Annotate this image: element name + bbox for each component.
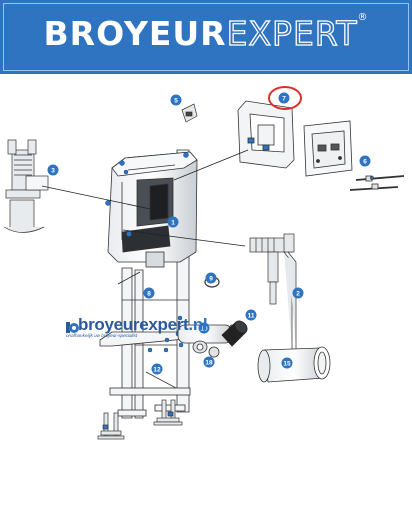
svg-text:5: 5 — [174, 98, 178, 105]
callout-12[interactable]: 12 — [151, 363, 163, 375]
svg-text:11: 11 — [248, 313, 255, 320]
frame-feet — [97, 399, 183, 440]
svg-text:3: 3 — [51, 168, 55, 175]
actuator-bracket — [181, 103, 198, 123]
svg-text:12: 12 — [153, 367, 161, 374]
drain-cap — [221, 320, 248, 347]
svg-text:7: 7 — [282, 96, 286, 103]
svg-text:15: 15 — [283, 361, 291, 368]
header-banner: BROYEUREXPERT® — [0, 0, 412, 74]
callout-7[interactable]: 7 — [278, 92, 290, 104]
mounting-rods — [349, 175, 405, 191]
flush-plate — [303, 120, 353, 177]
callout-15[interactable]: 15 — [281, 357, 293, 369]
callout-11[interactable]: 11 — [245, 309, 257, 321]
highlight-ring — [268, 86, 302, 110]
exploded-parts-diagram: 1 2 3 5 6 7 8 9 10 11 12 15 18 — [3, 86, 405, 440]
fill-valve — [249, 233, 297, 350]
callout-18[interactable]: 18 — [203, 356, 215, 368]
svg-text:6: 6 — [363, 159, 367, 166]
brand-logo: BROYEUREXPERT® — [43, 12, 369, 54]
svg-text:9: 9 — [209, 276, 213, 283]
svg-text:18: 18 — [205, 360, 213, 367]
svg-text:8: 8 — [147, 291, 151, 298]
callout-1[interactable]: 1 — [167, 216, 179, 228]
callout-5[interactable]: 5 — [170, 94, 182, 106]
svg-text:10: 10 — [200, 326, 208, 333]
watermark-logo: broyeurexpert.nl onafhankelijk uw broyeu… — [62, 305, 212, 345]
callout-3[interactable]: 3 — [47, 164, 59, 176]
flush-valve — [3, 139, 49, 233]
callout-6[interactable]: 6 — [359, 155, 371, 167]
svg-text:2: 2 — [296, 291, 300, 298]
banner-frame — [3, 3, 409, 71]
callout-10[interactable]: 10 — [198, 322, 210, 334]
watermark-name: broyeurexpert.nl — [78, 315, 208, 334]
watermark-tagline: onafhankelijk uw broyeur-specialist — [66, 333, 138, 338]
watermark-drop-icon — [66, 322, 79, 333]
flush-plate-frame — [237, 100, 295, 169]
svg-text:1: 1 — [171, 220, 175, 227]
callout-8[interactable]: 8 — [143, 287, 155, 299]
callout-9[interactable]: 9 — [205, 272, 217, 284]
callout-2[interactable]: 2 — [292, 287, 304, 299]
leader-lines — [41, 149, 249, 285]
extension-pipe — [257, 346, 331, 383]
